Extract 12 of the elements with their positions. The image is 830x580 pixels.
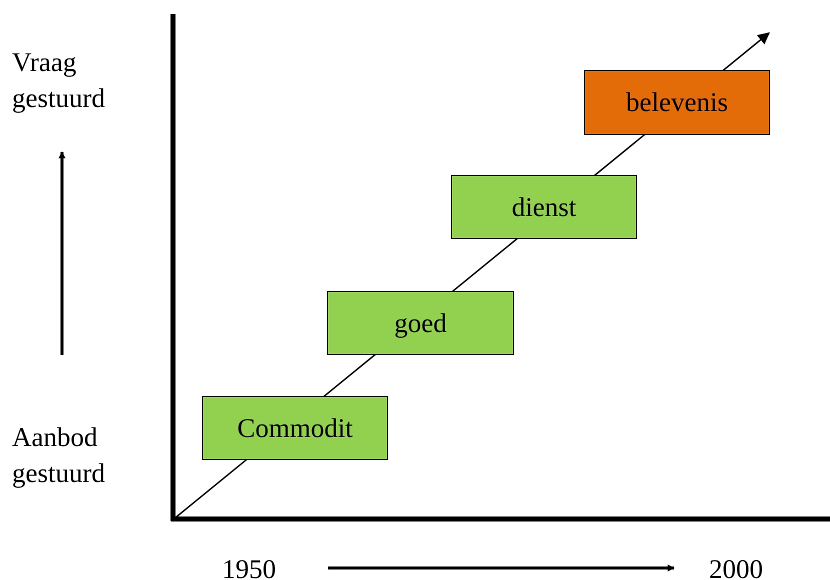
- stage-box: [584, 70, 770, 135]
- stage-label: dienst: [512, 192, 576, 222]
- stage-label: goed: [394, 308, 447, 338]
- stage-box: [327, 291, 514, 355]
- year-label: 1950: [222, 553, 276, 580]
- axis-label: Aanbod gestuurd: [12, 421, 106, 490]
- stage-label: Commodit: [237, 412, 353, 444]
- stage-box: [202, 396, 388, 460]
- axis-label: Vraag gestuurd: [12, 46, 106, 115]
- stage-label: belevenis: [626, 87, 728, 118]
- year-label: 2000: [709, 553, 763, 580]
- stage-box: [451, 175, 637, 239]
